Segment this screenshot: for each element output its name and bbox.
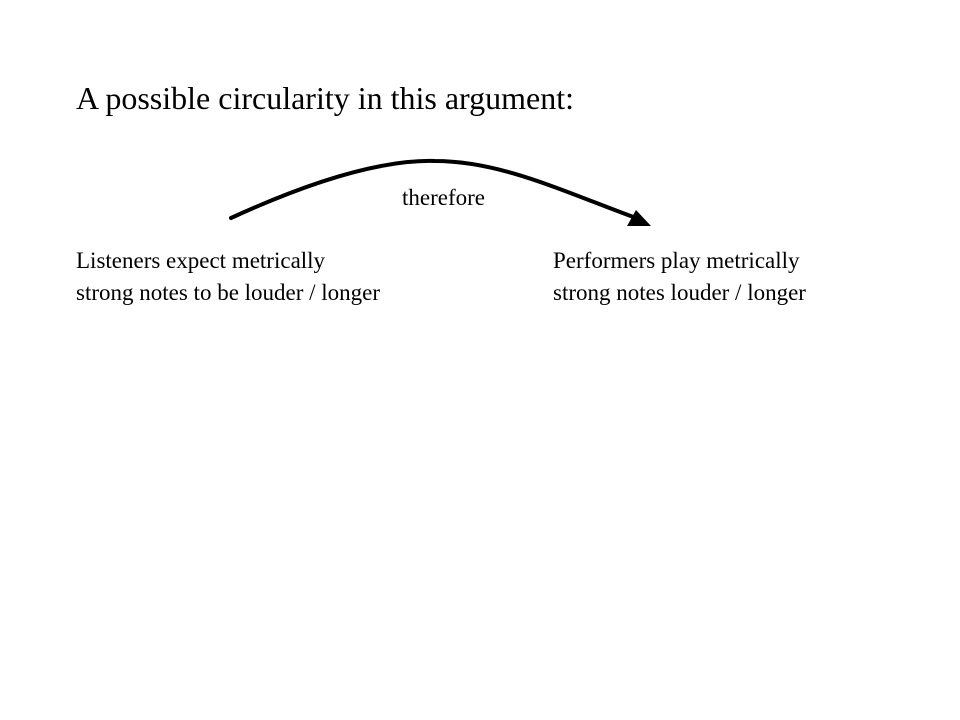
premise-line-1: Listeners expect metrically <box>76 248 326 273</box>
conclusion-line-2: strong notes louder / longer <box>553 280 806 305</box>
premise-line-2: strong notes to be louder / longer <box>76 280 381 305</box>
connector-label: therefore <box>402 185 485 210</box>
conclusion-node: Performers play metrically strong notes … <box>553 245 806 309</box>
premise-node: Listeners expect metrically strong notes… <box>76 245 380 309</box>
conclusion-line-1: Performers play metrically <box>553 248 800 273</box>
arrowhead-icon <box>627 210 651 226</box>
slide-title: A possible circularity in this argument: <box>76 80 574 116</box>
